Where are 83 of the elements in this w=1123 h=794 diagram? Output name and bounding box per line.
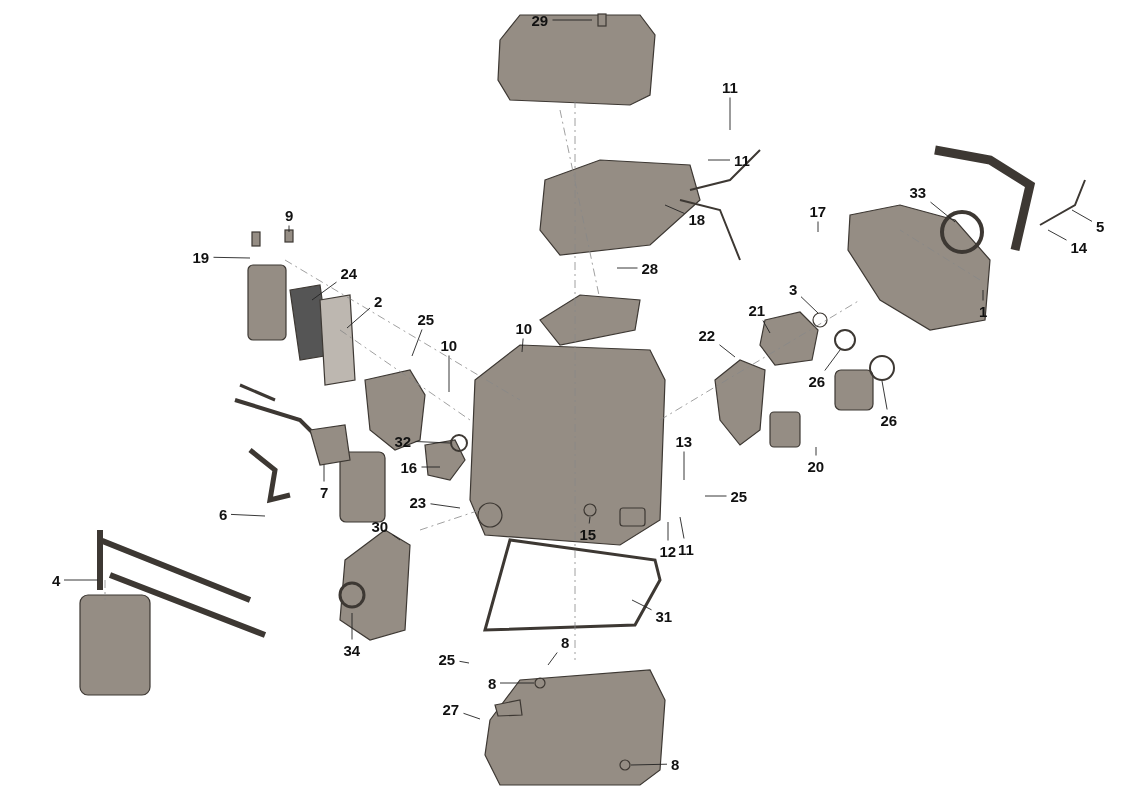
leader-line — [762, 320, 771, 334]
callout-number: 27 — [441, 700, 461, 718]
leader-line — [667, 521, 669, 541]
callout-number: 4 — [51, 571, 62, 589]
leader-line — [881, 380, 888, 410]
leader-line — [982, 289, 984, 301]
leader-line — [448, 355, 450, 393]
leader-line — [288, 225, 290, 233]
callout-number: 15 — [578, 525, 598, 543]
callout-number: 8 — [487, 674, 498, 692]
callout-number: 11 — [733, 151, 751, 169]
callout-number: 16 — [399, 458, 419, 476]
callout-number: 1 — [978, 302, 989, 320]
leader-line — [817, 221, 819, 233]
leader-line — [824, 349, 841, 371]
leader-line — [521, 338, 524, 353]
leader-line — [683, 451, 685, 481]
callout-number: 7 — [319, 483, 330, 501]
callout-number: 25 — [437, 650, 457, 668]
callout-number: 9 — [284, 206, 295, 224]
callout-number: 32 — [393, 432, 413, 450]
leader-line — [679, 516, 685, 539]
callout-number: 18 — [687, 210, 707, 228]
callout-number: 28 — [640, 259, 660, 277]
leader-line — [213, 256, 251, 259]
leader-line — [323, 464, 325, 482]
callout-number: 5 — [1095, 217, 1106, 235]
leader-line — [547, 652, 558, 666]
callout-number: 33 — [908, 183, 928, 201]
leader-line — [411, 329, 423, 357]
callout-number: 10 — [439, 336, 459, 354]
leader-line — [631, 599, 652, 611]
leader-line — [664, 204, 685, 214]
leader-line — [421, 466, 441, 468]
callout-number: 12 — [658, 542, 678, 560]
callout-number: 3 — [788, 280, 799, 298]
callout-number: 2 — [373, 292, 384, 310]
callout-number: 11 — [677, 540, 695, 558]
leader-line — [63, 579, 99, 581]
leader-line — [707, 159, 731, 161]
callout-number: 24 — [339, 264, 359, 282]
callout-number: 26 — [879, 411, 899, 429]
leader-line — [230, 513, 266, 517]
callout-number: 21 — [747, 301, 767, 319]
callout-number: 25 — [416, 310, 436, 328]
callout-number: 11 — [721, 78, 739, 96]
leader-line — [1071, 209, 1093, 222]
leader-line — [415, 441, 451, 444]
callout-number: 14 — [1069, 238, 1089, 256]
leader-line — [815, 446, 817, 456]
callout-number: 22 — [697, 326, 717, 344]
leader-line — [392, 534, 401, 541]
callout-number: 13 — [674, 432, 694, 450]
leader-line — [588, 516, 591, 524]
leader-line — [463, 712, 481, 720]
callout-number: 20 — [806, 457, 826, 475]
callout-number: 8 — [670, 755, 681, 773]
leader-line — [346, 307, 371, 329]
leader-line — [311, 281, 337, 301]
callout-number: 17 — [808, 202, 828, 220]
callout-number: 6 — [218, 505, 229, 523]
leader-line — [704, 495, 727, 497]
leader-line — [719, 344, 736, 358]
callout-number: 25 — [729, 487, 749, 505]
leader-line — [459, 660, 470, 664]
callout-number: 19 — [191, 248, 211, 266]
leader-line — [800, 296, 819, 314]
callout-number: 29 — [530, 11, 550, 29]
callout-number: 26 — [807, 372, 827, 390]
leader-line — [616, 267, 638, 269]
leader-line — [351, 612, 353, 640]
callout-number: 31 — [654, 607, 674, 625]
leader-line — [499, 682, 535, 684]
callout-number: 10 — [514, 319, 534, 337]
leader-line — [729, 97, 731, 131]
leader-line — [1047, 229, 1067, 241]
callout-number: 8 — [560, 633, 571, 651]
callout-number: 34 — [342, 641, 362, 659]
callout-number: 30 — [370, 517, 390, 535]
leader-line — [552, 19, 593, 21]
callout-number: 23 — [408, 493, 428, 511]
leader-line — [930, 201, 956, 223]
leader-line — [430, 503, 461, 509]
